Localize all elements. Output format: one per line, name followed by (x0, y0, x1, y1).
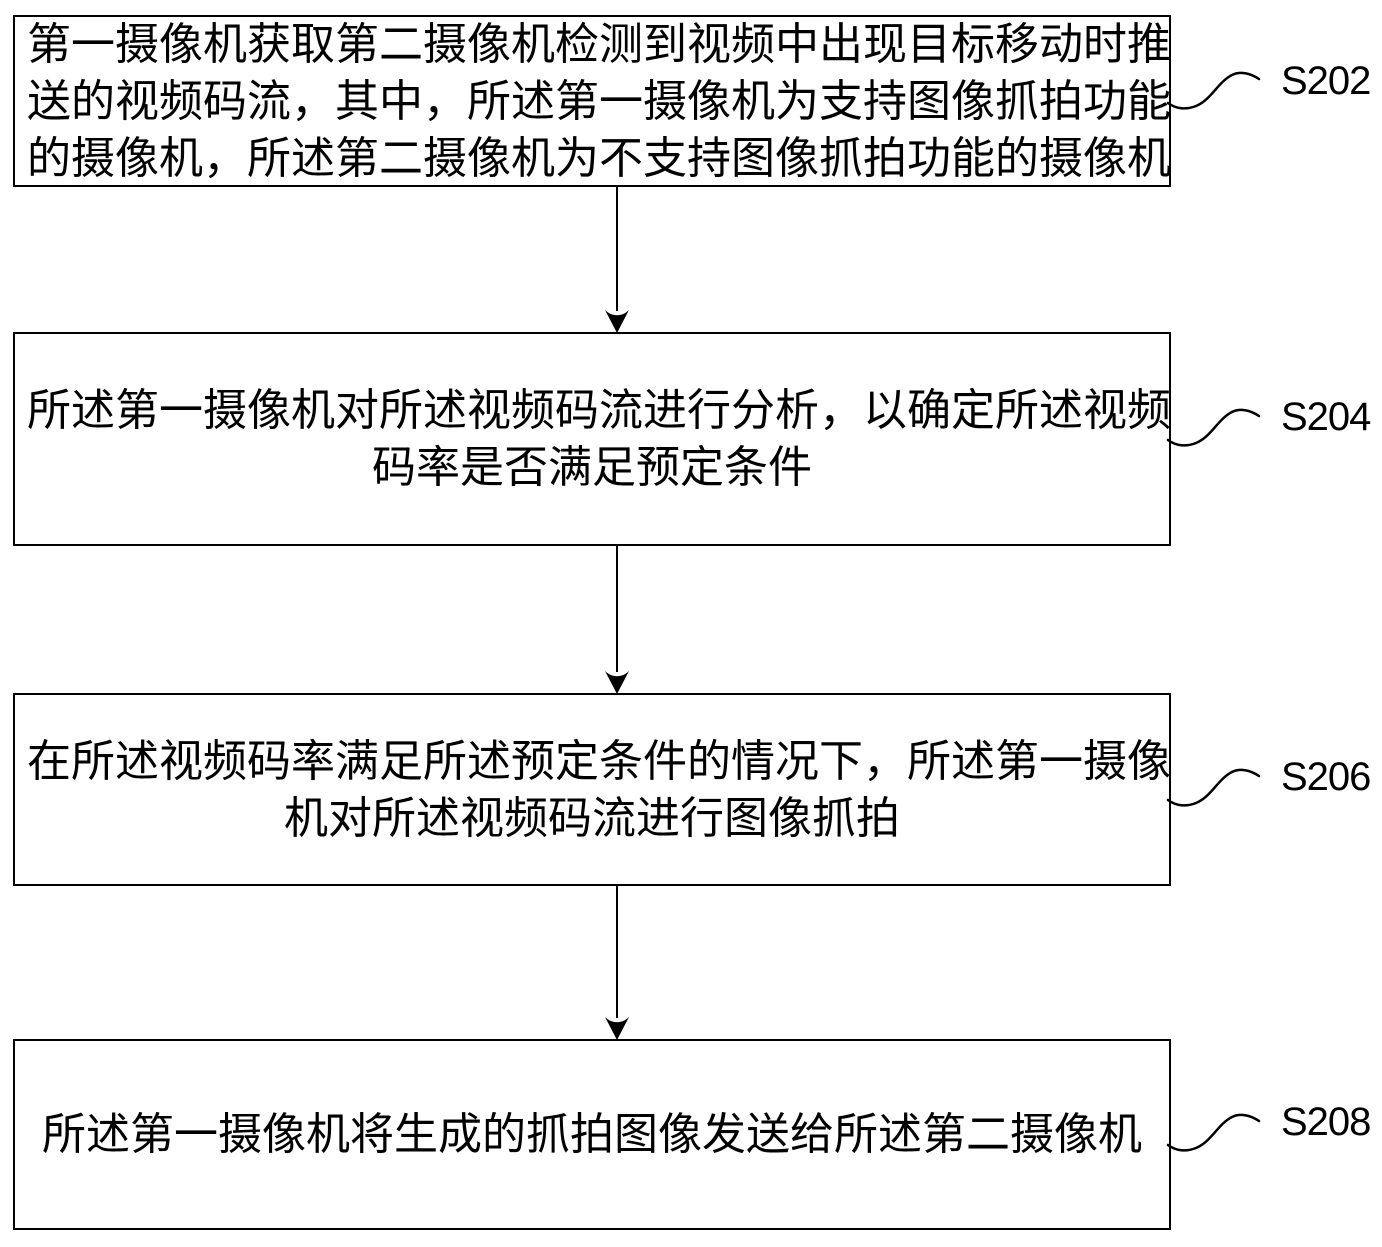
step-s204-text-line-2: 码率是否满足预定条件 (372, 443, 812, 492)
step-s202-text-line-2: 送的视频码流，其中，所述第一摄像机为支持图像抓拍功能 (27, 76, 1171, 126)
step-s202-text-line-1: 第一摄像机获取第二摄像机检测到视频中出现目标移动时推 (27, 19, 1171, 69)
step-connector-squiggle-s208 (1166, 1113, 1261, 1152)
flow-step-box-s206: 在所述视频码率满足所述预定条件的情况下，所述第一摄像 机对所述视频码流进行图像抓… (13, 693, 1171, 886)
step-label-s202: S202 (1281, 59, 1371, 103)
step-s206-text-line-1: 在所述视频码率满足所述预定条件的情况下，所述第一摄像 (27, 736, 1171, 786)
down-arrow-3 (605, 886, 629, 1040)
step-connector-squiggle-s206 (1166, 768, 1261, 807)
step-s202-text-line-3: 的摄像机，所述第二摄像机为不支持图像抓拍功能的摄像机 (27, 133, 1171, 183)
step-label-s206: S206 (1281, 755, 1371, 799)
flow-step-box-s204: 所述第一摄像机对所述视频码流进行分析，以确定所述视频 码率是否满足预定条件 (13, 332, 1171, 546)
step-connector-squiggle-s202 (1166, 71, 1261, 110)
step-s208-text-line-1: 所述第一摄像机将生成的抓拍图像发送给所述第二摄像机 (42, 1110, 1142, 1159)
step-label-s204: S204 (1281, 395, 1371, 439)
flow-step-box-s202: 第一摄像机获取第二摄像机检测到视频中出现目标移动时推 送的视频码流，其中，所述第… (13, 15, 1171, 187)
down-arrow-2 (605, 546, 629, 694)
step-s204-text-line-1: 所述第一摄像机对所述视频码流进行分析，以确定所述视频 (27, 386, 1171, 435)
step-s206-text-line-2: 机对所述视频码流进行图像抓拍 (284, 793, 900, 843)
step-label-s208: S208 (1281, 1100, 1371, 1144)
step-connector-squiggle-s204 (1166, 408, 1261, 447)
down-arrow-1 (605, 187, 629, 333)
flow-step-box-s208: 所述第一摄像机将生成的抓拍图像发送给所述第二摄像机 (13, 1039, 1171, 1230)
